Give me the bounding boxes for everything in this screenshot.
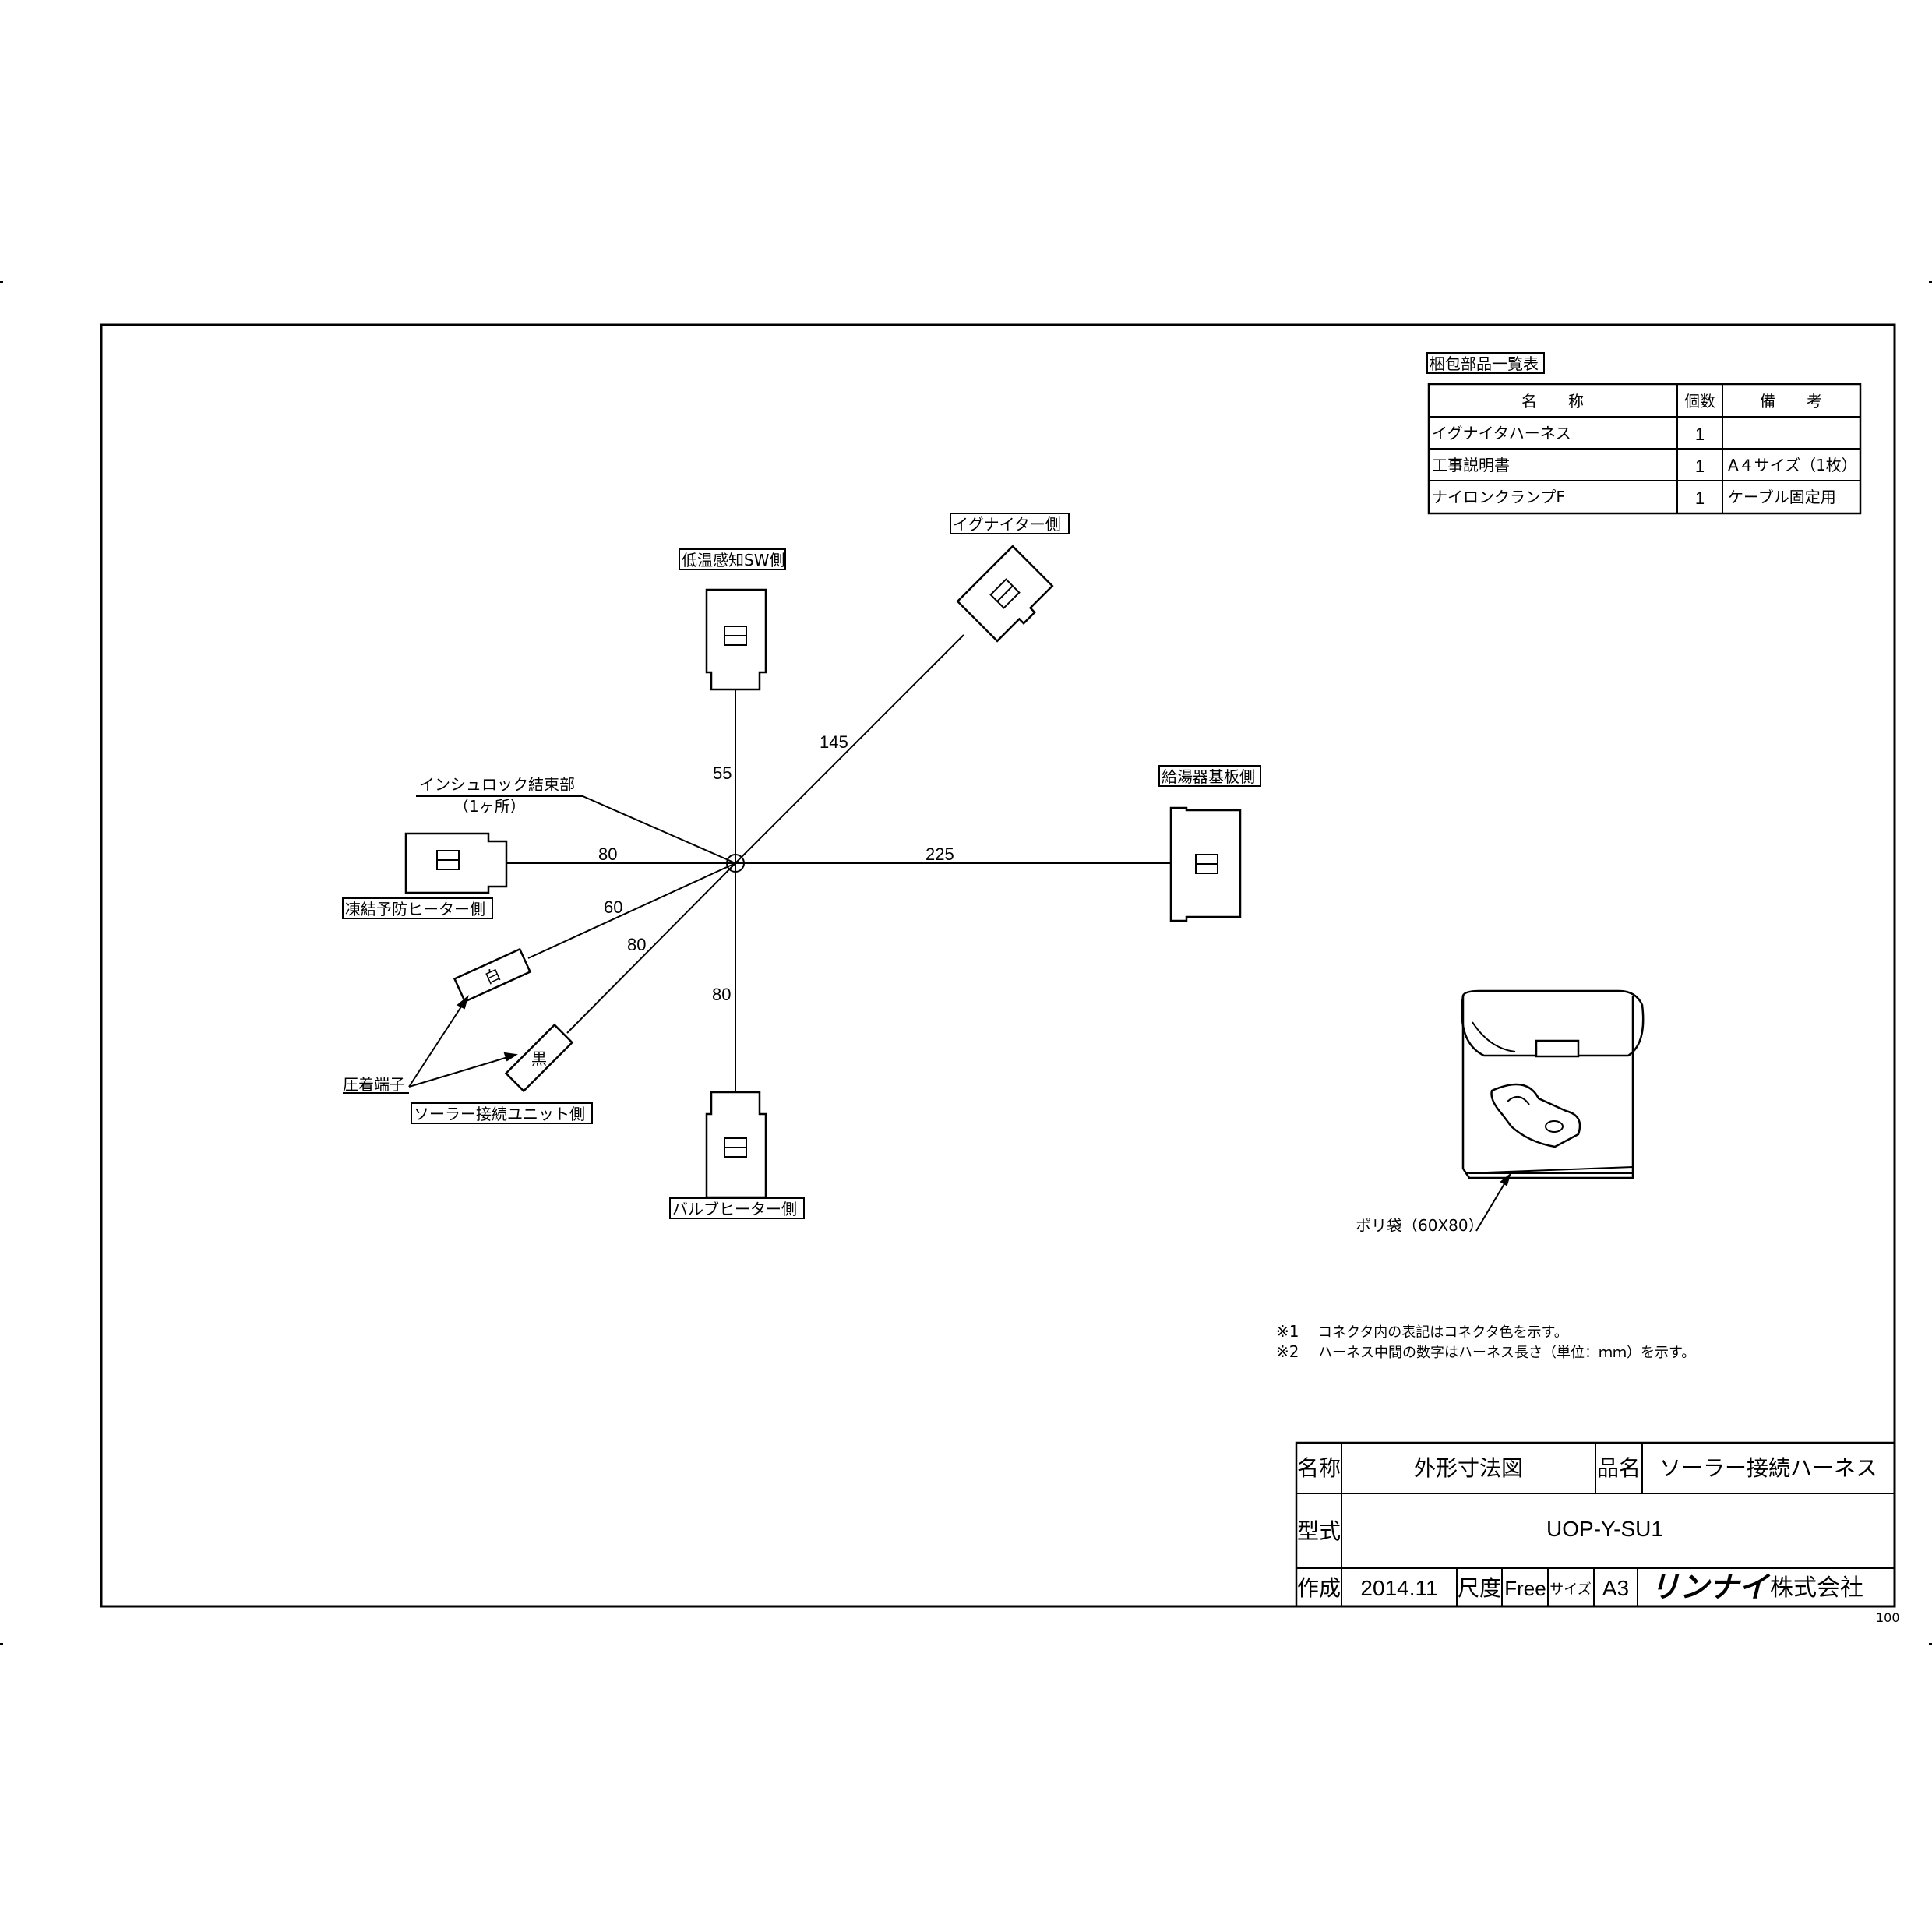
label-igniter: イグナイター側 — [953, 515, 1061, 534]
binding-label: インシュロック結束部 （1ヶ所） — [416, 775, 736, 864]
wire-crimp-white — [527, 862, 736, 959]
sheet-code: 100 — [1876, 1610, 1900, 1625]
label-binding-part: インシュロック結束部 — [419, 775, 575, 794]
tb-created-label: 作成 — [1297, 1575, 1341, 1601]
label-binding-count: （1ヶ所） — [453, 797, 526, 816]
connector-crimp-white: 白 — [453, 947, 532, 1003]
length-low-temp-sw: 55 — [713, 763, 732, 783]
parts-row-qty: 1 — [1695, 488, 1705, 508]
tb-product-value: ソーラー接続ハーネス — [1659, 1455, 1877, 1481]
tb-created-value: 2014.11 — [1360, 1576, 1437, 1600]
label-low-temp-sw: 低温感知SW側 — [682, 551, 784, 569]
parts-row-note: ケーブル固定用 — [1728, 488, 1836, 506]
corner-marks — [0, 281, 1932, 1645]
tb-scale-value: Free — [1504, 1577, 1546, 1600]
connector-color-glyphs: 白 白 白 白 — [439, 584, 1216, 1160]
length-crimp-black: 80 — [627, 935, 646, 954]
parts-row-qty: 1 — [1695, 457, 1705, 476]
tb-name-value: 外形寸法図 — [1414, 1455, 1523, 1481]
label-crimp-terminal: 圧着端子 — [343, 1075, 405, 1094]
label-water-heater-board: 給湯器基板側 — [1162, 767, 1255, 786]
parts-row-name: 工事説明書 — [1432, 456, 1510, 474]
title-block: 名称 外形寸法図 品名 ソーラー接続ハーネス 型式 UOP-Y-SU1 作成 2… — [1295, 1441, 1896, 1608]
connector-freeze-heater — [404, 832, 508, 894]
length-crimp-white: 60 — [604, 897, 622, 917]
parts-row-name: ナイロンクランプF — [1432, 488, 1565, 506]
parts-header-note: 備 考 — [1760, 392, 1822, 411]
note-text: ハーネス中間の数字はハーネス長さ（単位：ｍｍ）を示す。 — [1318, 1345, 1695, 1361]
tb-product-label: 品名 — [1597, 1455, 1641, 1481]
connector-color: 白 — [726, 1138, 745, 1160]
connector-crimp-black: 黒 — [504, 1023, 574, 1093]
tb-model-label: 型式 — [1297, 1518, 1341, 1544]
connector-color: 白 — [1197, 854, 1216, 876]
parts-row-qty: 1 — [1695, 425, 1705, 444]
length-freeze-heater: 80 — [598, 844, 617, 864]
poly-bag-leader — [1475, 1172, 1511, 1232]
wire-crimp-black — [566, 862, 736, 1034]
label-freeze-heater: 凍結予防ヒーター側 — [345, 900, 485, 918]
parts-header-name: 名 称 — [1521, 392, 1584, 411]
note-text: コネクタ内の表記はコネクタ色を示す。 — [1318, 1324, 1568, 1341]
tb-scale-label: 尺度 — [1458, 1575, 1501, 1601]
parts-row-name: イグナイタハーネス — [1432, 424, 1571, 442]
length-valve-heater: 80 — [712, 985, 731, 1004]
label-solar-unit: ソーラー接続ユニット側 — [414, 1105, 585, 1123]
label-poly-bag: ポリ袋（60X80） — [1356, 1216, 1484, 1235]
tb-name-label: 名称 — [1297, 1455, 1341, 1481]
company-suffix: 株式会社 — [1770, 1574, 1863, 1602]
drawing-frame — [100, 323, 1896, 1608]
connector-color: 白 — [439, 851, 457, 873]
connector-water-heater-board — [1169, 806, 1242, 922]
binding-point — [726, 854, 745, 873]
crimp-leaders — [343, 995, 518, 1094]
harness-wires — [506, 634, 1171, 1092]
tb-model-value: UOP-Y-SU1 — [1546, 1517, 1663, 1541]
wire-igniter — [735, 634, 964, 864]
connector-color: 白 — [996, 584, 1014, 606]
crimp-black-color: 黒 — [531, 1049, 547, 1068]
nylon-clamp-illustration — [1461, 989, 1645, 1179]
length-water-heater-board: 225 — [925, 844, 954, 864]
tb-size-value: A3 — [1602, 1576, 1629, 1600]
company-logo: リンナイ — [1650, 1570, 1771, 1604]
note-mark: ※2 — [1276, 1342, 1299, 1361]
parts-table-title: 梱包部品一覧表 — [1430, 354, 1539, 373]
length-igniter: 145 — [820, 732, 848, 752]
tb-size-label: サイズ — [1549, 1581, 1591, 1598]
connector-igniter — [956, 545, 1054, 643]
parts-table: 梱包部品一覧表 名 称 個数 備 考 イグナイタハーネス 1 工事説明書 1 A… — [1426, 352, 1862, 515]
connector-color: 白 — [725, 626, 746, 649]
parts-header-qty: 個数 — [1684, 392, 1715, 411]
connector-low-temp-sw: 白 — [705, 588, 767, 691]
notes: ※1 コネクタ内の表記はコネクタ色を示す。 ※2 ハーネス中間の数字はハーネス長… — [1276, 1322, 1695, 1361]
label-valve-heater: バルブヒーター側 — [672, 1200, 797, 1218]
parts-row-note: A４サイズ（1枚） — [1728, 456, 1857, 474]
parts-table-title-box — [1426, 352, 1545, 374]
note-mark: ※1 — [1276, 1322, 1299, 1341]
